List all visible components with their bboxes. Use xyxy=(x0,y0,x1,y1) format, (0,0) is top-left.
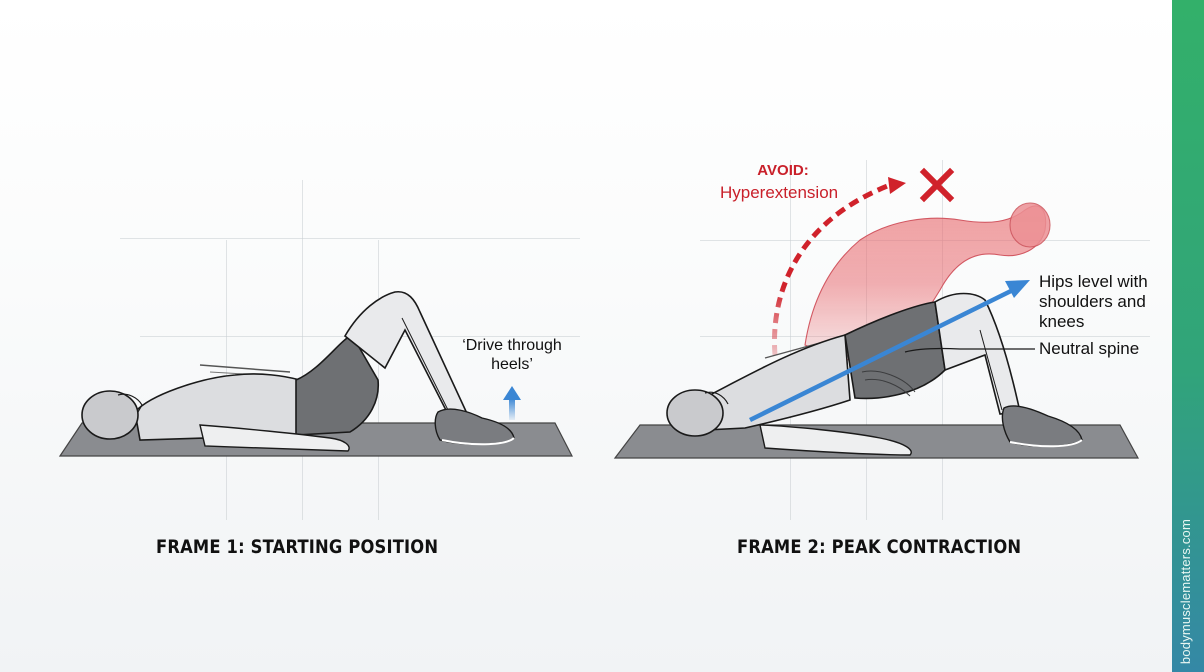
x-mark-icon xyxy=(919,167,955,203)
label-line: heels’ xyxy=(491,356,533,373)
warning-arrowhead xyxy=(888,177,906,194)
drive-through-heels-label: ‘Drive through heels’ xyxy=(452,336,572,374)
neutral-spine-leader-line xyxy=(904,347,1035,353)
grid-line xyxy=(302,180,303,520)
diagonal-arrow-icon xyxy=(749,280,1030,423)
label-line: shoulders and xyxy=(1039,292,1146,311)
illustration-stage: ‘Drive through heels’ FRAME 1: STARTING … xyxy=(58,160,1150,558)
grid-line xyxy=(120,238,580,239)
frame-2-figure xyxy=(613,167,1140,459)
brand-sidebar: bodymusclematters.com xyxy=(1172,0,1204,672)
frame-1-figure xyxy=(58,290,573,457)
watermark-url: bodymusclematters.com xyxy=(1178,518,1193,664)
hyperextension-ghost-figure xyxy=(804,202,1051,361)
hips-level-label: Hips level with shoulders and knees xyxy=(1039,272,1148,332)
label-line: ‘Drive through xyxy=(462,337,562,354)
illustration-svg xyxy=(58,167,1140,459)
frame-2-caption: FRAME 2: PEAK CONTRACTION xyxy=(737,536,1022,558)
neutral-spine-label: Neutral spine xyxy=(1039,339,1140,358)
arrow-up-icon xyxy=(503,386,521,420)
avoid-subtitle: Hyperextension xyxy=(720,183,839,202)
warning-arc xyxy=(771,182,891,356)
label-line: Hips level with xyxy=(1039,272,1148,291)
grid-line xyxy=(790,160,791,520)
avoid-title: AVOID: xyxy=(757,162,809,179)
frame-1-caption: FRAME 1: STARTING POSITION xyxy=(156,536,439,558)
label-line: knees xyxy=(1039,312,1085,331)
